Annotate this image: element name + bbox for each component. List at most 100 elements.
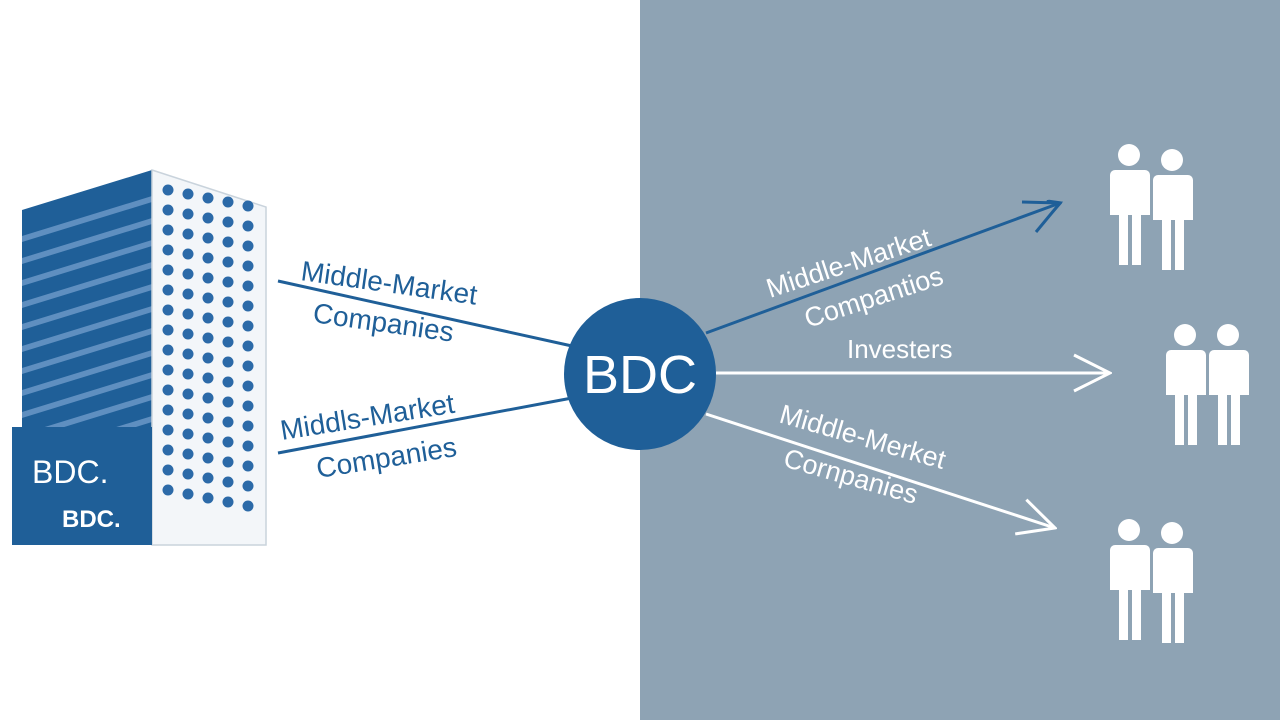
building-window-dot	[242, 280, 254, 292]
people-pair-icon	[1110, 144, 1193, 270]
building-window-dot	[242, 200, 254, 212]
building-window-dot	[202, 232, 214, 244]
building-illustration: BDC. BDC.	[12, 168, 267, 546]
building-window-dot	[242, 460, 254, 472]
building-stripe	[22, 218, 152, 264]
building-stripe	[22, 240, 152, 286]
building-window-dot	[222, 276, 234, 288]
bdc-hub-circle	[564, 298, 716, 450]
building-window-dot	[202, 372, 214, 384]
building-windows	[162, 184, 254, 512]
building-window-dot	[182, 248, 194, 260]
building-badge	[12, 427, 152, 545]
building-window-dot	[202, 332, 214, 344]
building-window-dot	[222, 336, 234, 348]
building-window-dot	[222, 376, 234, 388]
building-window-dot	[162, 404, 174, 416]
building-window-dot	[202, 452, 214, 464]
building-stripe	[22, 350, 152, 396]
building-window-dot	[182, 468, 194, 480]
building-window-dot	[222, 296, 234, 308]
building-window-dot	[182, 228, 194, 240]
building-window-dot	[162, 444, 174, 456]
building-window-dot	[162, 364, 174, 376]
building-window-dot	[222, 396, 234, 408]
building-window-dot	[202, 192, 214, 204]
arrow-lower-right	[705, 412, 1055, 528]
building-window-dot	[222, 196, 234, 208]
building-window-dot	[162, 324, 174, 336]
building-stripe	[22, 196, 152, 242]
building-window-dot	[202, 252, 214, 264]
building-window-dot	[242, 380, 254, 392]
building-stripe	[22, 328, 152, 374]
building-window-dot	[162, 284, 174, 296]
building-window-dot	[182, 368, 194, 380]
building-window-dot	[242, 220, 254, 232]
connector-lower-left	[277, 396, 573, 455]
building-window-dot	[182, 328, 194, 340]
building-stripe	[22, 262, 152, 308]
building-window-dot	[182, 488, 194, 500]
building-window-dot	[222, 256, 234, 268]
building-window-dot	[162, 384, 174, 396]
building-window-dot	[222, 356, 234, 368]
bdc-hub-label: BDC	[583, 345, 697, 405]
building-stripe	[22, 372, 152, 418]
building-window-dot	[242, 360, 254, 372]
building-window-dot	[242, 260, 254, 272]
building-window-dot	[182, 428, 194, 440]
building-window-dot	[162, 264, 174, 276]
building-window-dot	[182, 288, 194, 300]
building-window-dot	[162, 224, 174, 236]
building-window-dot	[182, 388, 194, 400]
building-window-dot	[182, 208, 194, 220]
building-window-dot	[242, 440, 254, 452]
building-window-dot	[202, 292, 214, 304]
building-badge-line1: BDC.	[32, 454, 108, 490]
building-window-dot	[202, 412, 214, 424]
building-window-dot	[242, 420, 254, 432]
building-window-dot	[162, 244, 174, 256]
building-window-dot	[202, 472, 214, 484]
building-window-dot	[242, 400, 254, 412]
building-window-dot	[182, 408, 194, 420]
building-window-dot	[222, 236, 234, 248]
building-window-dot	[162, 204, 174, 216]
connector-upper-left	[277, 279, 573, 348]
building-window-dot	[162, 184, 174, 196]
building-window-dot	[202, 312, 214, 324]
building-window-dot	[242, 500, 254, 512]
building-window-dot	[162, 304, 174, 316]
building-window-dot	[242, 340, 254, 352]
building-window-dot	[222, 216, 234, 228]
label-middle-right: Investers	[847, 334, 953, 364]
building-window-dot	[242, 300, 254, 312]
building-window-dot	[222, 436, 234, 448]
arrow-upper-right	[705, 203, 1060, 335]
building-window-dot	[202, 432, 214, 444]
building-stripe	[22, 306, 152, 352]
people-pair-icon	[1110, 519, 1193, 643]
building-window-dot	[182, 268, 194, 280]
building-window-dot	[222, 316, 234, 328]
building-window-dot	[182, 188, 194, 200]
arrow-upper-right-head	[1021, 200, 1064, 233]
building-window-dot	[182, 308, 194, 320]
building-window-dot	[182, 448, 194, 460]
label-lower-left-line2: Companies	[314, 431, 459, 484]
building-window-dot	[162, 344, 174, 356]
building-window-dot	[202, 272, 214, 284]
people-pair-icon	[1166, 324, 1249, 445]
building-stripe	[22, 284, 152, 330]
building-window-dot	[202, 392, 214, 404]
building-window-dot	[242, 320, 254, 332]
building-window-dot	[202, 212, 214, 224]
building-window-dot	[242, 240, 254, 252]
building-window-dot	[202, 352, 214, 364]
building-window-dot	[162, 464, 174, 476]
building-window-dot	[222, 416, 234, 428]
building-window-dot	[162, 424, 174, 436]
building-window-dot	[182, 348, 194, 360]
